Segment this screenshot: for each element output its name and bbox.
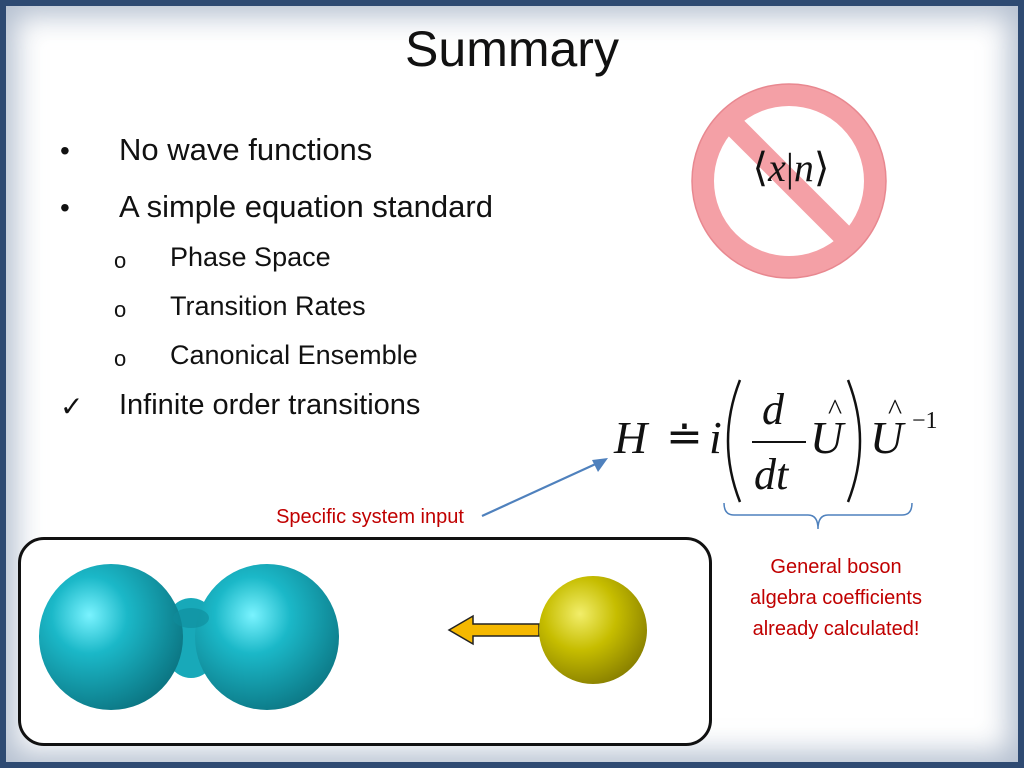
system-illustration: [39, 564, 647, 710]
subbullet-phase-space: Phase Space: [170, 242, 331, 272]
eq-U-inverse: U: [870, 412, 904, 463]
subbullet-canonical-ensemble: Canonical Ensemble: [170, 340, 418, 370]
ket-n: n: [793, 145, 814, 190]
eq-hat: ^: [828, 393, 843, 426]
eq-exponent: −1: [912, 408, 938, 434]
bullet-marker: •: [60, 135, 70, 166]
prohibition-slash: [720, 112, 858, 250]
eq-denominator: dt: [754, 450, 789, 499]
dimer-molecule: [39, 564, 339, 710]
brace-note: General boson algebra coefficients alrea…: [718, 552, 954, 645]
eq-parentheses: [726, 379, 862, 503]
bra-bracket: ⟨: [752, 145, 769, 190]
slide: Summary • No wave functions • A simple e…: [6, 6, 1018, 762]
eq-i: i: [709, 412, 722, 463]
input-arrow: [481, 458, 608, 518]
bullet-marker: •: [60, 192, 70, 223]
eq-H: H: [614, 412, 648, 463]
eq-relation: ≐: [666, 412, 703, 461]
yellow-arrow: [447, 614, 540, 646]
subbullet-marker: o: [114, 297, 127, 322]
brace-note-line: already calculated!: [752, 618, 920, 640]
system-illustration-box: [18, 537, 712, 746]
prohibition-ring: [692, 84, 886, 278]
no-wavefunction-sign: [691, 83, 887, 279]
slide-title: Summary: [405, 21, 619, 77]
bullet-no-wave-functions: No wave functions: [119, 132, 373, 167]
bra-x: x: [768, 145, 786, 190]
eq-U: U: [810, 412, 844, 463]
brace-note-line: algebra coefficients: [750, 587, 922, 609]
ket-bracket: ⟩: [813, 145, 830, 190]
check-icon: ✓: [60, 391, 84, 422]
check-item-infinite-order: Infinite order transitions: [119, 389, 421, 421]
specific-system-input-label: Specific system input: [276, 506, 464, 528]
bra-ket-bar: |: [785, 145, 794, 190]
eq-numerator: d: [762, 385, 784, 434]
bra-ket-expression: ⟨x|n⟩: [736, 144, 846, 191]
brace-note-line: General boson: [770, 556, 902, 578]
bullet-simple-equation: A simple equation standard: [119, 189, 493, 224]
subbullet-marker: o: [114, 346, 127, 371]
subbullet-marker: o: [114, 248, 127, 273]
underbrace: [723, 502, 913, 530]
single-atom: [539, 576, 647, 684]
eq-hat: ^: [888, 393, 903, 426]
subbullet-transition-rates: Transition Rates: [170, 291, 366, 321]
